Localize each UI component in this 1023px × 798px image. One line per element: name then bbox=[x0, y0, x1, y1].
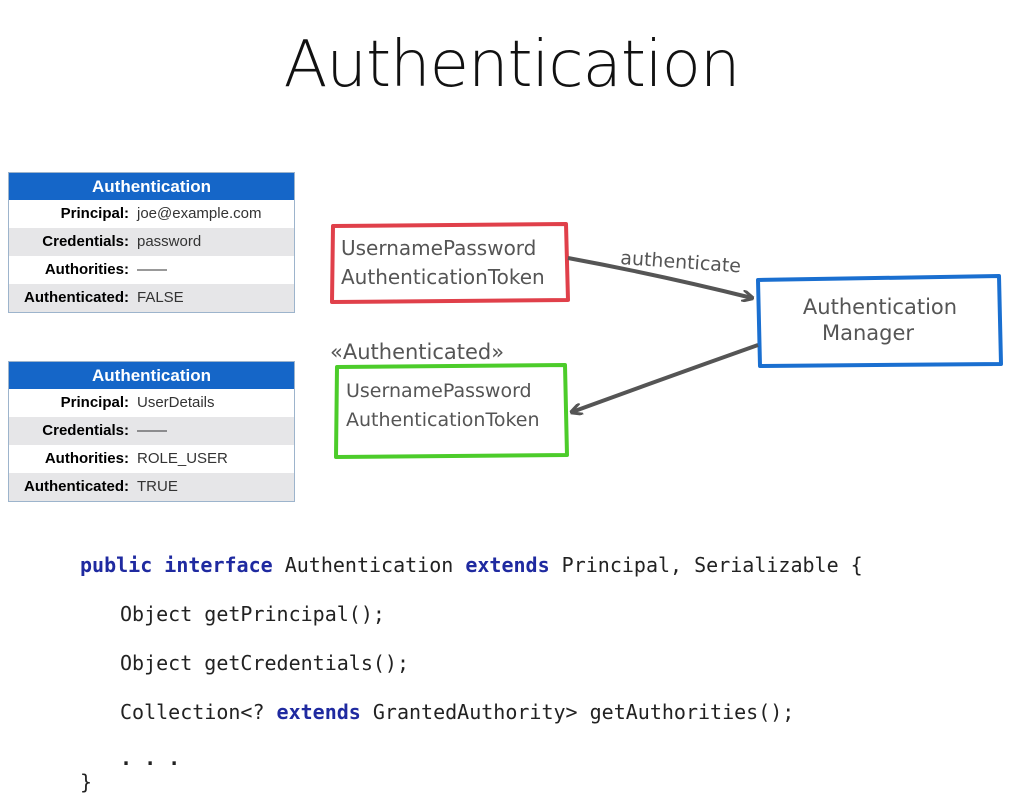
keyword: public bbox=[80, 553, 153, 577]
row-value: password bbox=[137, 233, 202, 250]
table-row-authenticated: Authenticated: TRUE bbox=[9, 473, 294, 501]
code-text: Principal, Serializable { bbox=[549, 553, 863, 577]
manager-line1: Authentication bbox=[803, 295, 957, 319]
table-row-authorities: Authorities: ROLE_USER bbox=[9, 445, 294, 473]
table-row-principal: Principal: joe@example.com bbox=[9, 200, 294, 228]
table-row-authorities: Authorities: —— bbox=[9, 256, 294, 284]
authentication-manager-box bbox=[756, 274, 1003, 368]
code-line-ellipsis: . . . bbox=[120, 746, 181, 770]
code-line-interface: public interface Authentication extends … bbox=[80, 553, 863, 577]
authenticate-arrow bbox=[567, 256, 752, 298]
code-text: Collection<? bbox=[120, 700, 277, 724]
return-arrow bbox=[572, 343, 759, 412]
table-row-principal: Principal: UserDetails bbox=[9, 389, 294, 417]
code-line-closing-brace: } bbox=[80, 770, 93, 794]
row-label: Authenticated: bbox=[24, 478, 129, 495]
row-label: Authorities: bbox=[44, 450, 129, 467]
code-line-get-authorities: Collection<? extends GrantedAuthority> g… bbox=[120, 700, 794, 724]
token-out-line2: AuthenticationToken bbox=[346, 409, 540, 431]
keyword: interface bbox=[164, 553, 273, 577]
row-label: Authorities: bbox=[44, 261, 129, 278]
code-text: GrantedAuthority> getAuthorities(); bbox=[360, 700, 795, 724]
keyword: extends bbox=[465, 553, 550, 577]
table-row-credentials: Credentials: password bbox=[9, 228, 294, 256]
table-header: Authentication bbox=[9, 362, 294, 389]
row-label: Authenticated: bbox=[24, 289, 129, 306]
code-line-get-credentials: Object getCredentials(); bbox=[120, 651, 409, 675]
manager-line2: Manager bbox=[822, 321, 914, 345]
row-value: TRUE bbox=[137, 478, 178, 495]
row-value: ROLE_USER bbox=[137, 450, 228, 467]
table-header: Authentication bbox=[9, 173, 294, 200]
slide-title: Authentication bbox=[283, 28, 741, 102]
row-label: Principal: bbox=[60, 394, 129, 411]
keyword: extends bbox=[276, 700, 361, 724]
row-value: UserDetails bbox=[137, 394, 215, 411]
row-label: Credentials: bbox=[42, 233, 129, 250]
token-out-box bbox=[334, 363, 569, 459]
authentication-table-unauthenticated: Authentication Principal: joe@example.co… bbox=[8, 172, 295, 313]
authentication-table-authenticated: Authentication Principal: UserDetails Cr… bbox=[8, 361, 295, 502]
token-out-line1: UsernamePassword bbox=[346, 380, 532, 402]
authenticated-stereotype: «Authenticated» bbox=[330, 340, 504, 364]
row-value: —— bbox=[137, 261, 167, 278]
code-line-get-principal: Object getPrincipal(); bbox=[120, 602, 385, 626]
table-row-credentials: Credentials: —— bbox=[9, 417, 294, 445]
row-label: Credentials: bbox=[42, 422, 129, 439]
token-in-line1: UsernamePassword bbox=[341, 236, 536, 260]
row-value: joe@example.com bbox=[137, 205, 262, 222]
code-text: Authentication bbox=[272, 553, 466, 577]
row-value: FALSE bbox=[137, 289, 184, 306]
token-in-box bbox=[330, 222, 570, 304]
token-in-line2: AuthenticationToken bbox=[341, 265, 545, 289]
table-row-authenticated: Authenticated: FALSE bbox=[9, 284, 294, 312]
row-label: Principal: bbox=[60, 205, 129, 222]
row-value: —— bbox=[137, 422, 167, 439]
